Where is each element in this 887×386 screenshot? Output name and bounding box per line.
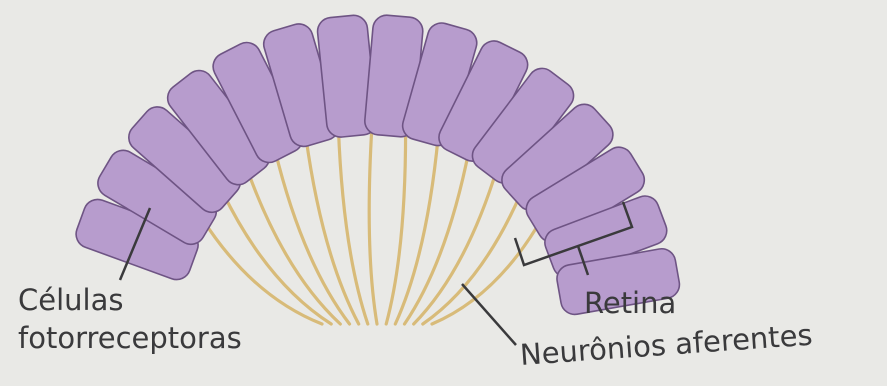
retina-label: Retina xyxy=(584,286,676,320)
nerve-fiber xyxy=(414,169,497,324)
nerve-fiber xyxy=(247,169,340,324)
photoreceptor-label-line2: fotorreceptoras xyxy=(18,321,242,355)
afferent-neurons-leader-line xyxy=(462,284,516,345)
photoreceptor-label-line1: Células xyxy=(18,283,123,317)
nerve-fiber xyxy=(369,125,377,324)
photoreceptor-cells xyxy=(72,14,681,317)
nerve-fiber xyxy=(386,128,405,324)
nerve-fiber xyxy=(338,128,367,324)
nerve-fiber xyxy=(223,192,332,324)
nerve-fiber xyxy=(202,219,322,324)
